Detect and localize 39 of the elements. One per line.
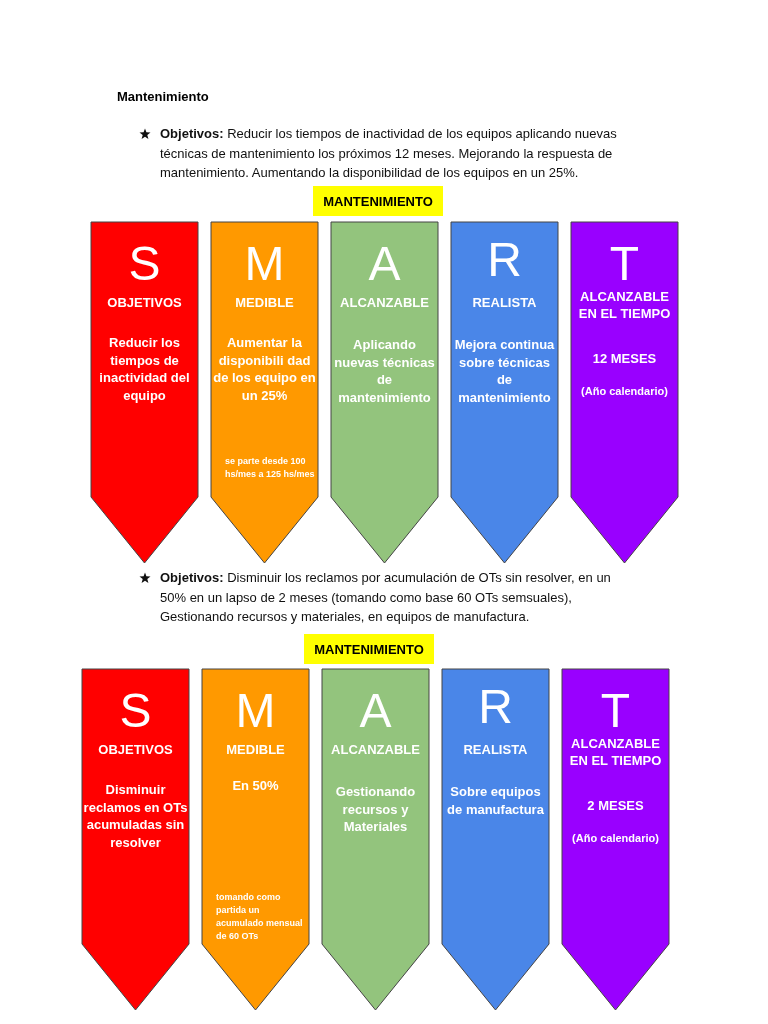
- category-heading: REALISTA: [471, 294, 538, 311]
- goal-text: 12 MESES: [591, 350, 658, 368]
- page-title: Mantenimiento: [117, 89, 209, 104]
- heading-box: MANTENIMIENTO: [304, 634, 434, 664]
- category-heading: ALCANZABLE: [330, 741, 421, 758]
- letter-label: A: [358, 687, 393, 735]
- letter-label: A: [367, 240, 402, 288]
- objective-paragraph: Objetivos: Reducir los tiempos de inactividad de los equipos aplicando nuevas técnicas de mantenimiento los próximos 12 meses. Mejorando la respuesta de mantenimiento. Aumentando la disponibilidad de los equipos en un 25%.: [160, 125, 618, 182]
- note-text: (Año calendario): [580, 385, 669, 398]
- objective-paragraph: Objetivos: Disminuir los reclamos por acumulación de OTs sin resolver, en un 50% en un lapso de 2 meses (tomando como base 60 OTs semsuales), Gestionando recursos y materiales, en equipos de manufactura.: [160, 569, 612, 626]
- goal-text: En 50%: [231, 777, 280, 795]
- letter-label: R: [477, 683, 514, 731]
- category-heading: ALCANZABLE: [339, 294, 430, 311]
- goal-text: Reducir los tiempos de inactividad del equipo: [98, 334, 191, 404]
- category-heading: ALCANZABLE EN EL TIEMPO: [577, 288, 672, 322]
- category-heading: OBJETIVOS: [97, 741, 174, 758]
- category-heading: OBJETIVOS: [106, 294, 183, 311]
- letter-label: R: [486, 236, 523, 284]
- letter-label: T: [599, 687, 632, 735]
- category-heading: ALCANZABLE EN EL TIEMPO: [568, 735, 663, 769]
- letter-label: S: [118, 687, 153, 735]
- heading-box: MANTENIMIENTO: [313, 186, 443, 216]
- letter-label: T: [608, 240, 641, 288]
- goal-text: Mejora continua sobre técnicas de mantenimiento: [453, 336, 556, 406]
- letter-label: M: [234, 687, 277, 735]
- goal-text: Aumentar la disponibili dad de los equipo en un 25%: [212, 334, 317, 404]
- goal-text: Aplicando nuevas técnicas de mantenimiento: [333, 336, 436, 406]
- note-text: (Año calendario): [571, 832, 660, 845]
- category-heading: REALISTA: [462, 741, 529, 758]
- goal-text: Disminuir reclamos en OTs acumuladas sin resolver: [82, 781, 189, 851]
- goal-text: Gestionando recursos y Materiales: [334, 783, 417, 836]
- category-heading: MEDIBLE: [234, 294, 295, 311]
- letter-label: M: [243, 240, 286, 288]
- goal-text: Sobre equipos de manufactura: [446, 783, 545, 818]
- category-heading: MEDIBLE: [225, 741, 286, 758]
- letter-label: S: [127, 240, 162, 288]
- note-text: se parte desde 100 hs/mes a 125 hs/mes: [225, 455, 316, 481]
- note-text: tomando como partida un acumulado mensual de 60 OTs: [216, 891, 304, 943]
- goal-text: 2 MESES: [586, 797, 645, 815]
